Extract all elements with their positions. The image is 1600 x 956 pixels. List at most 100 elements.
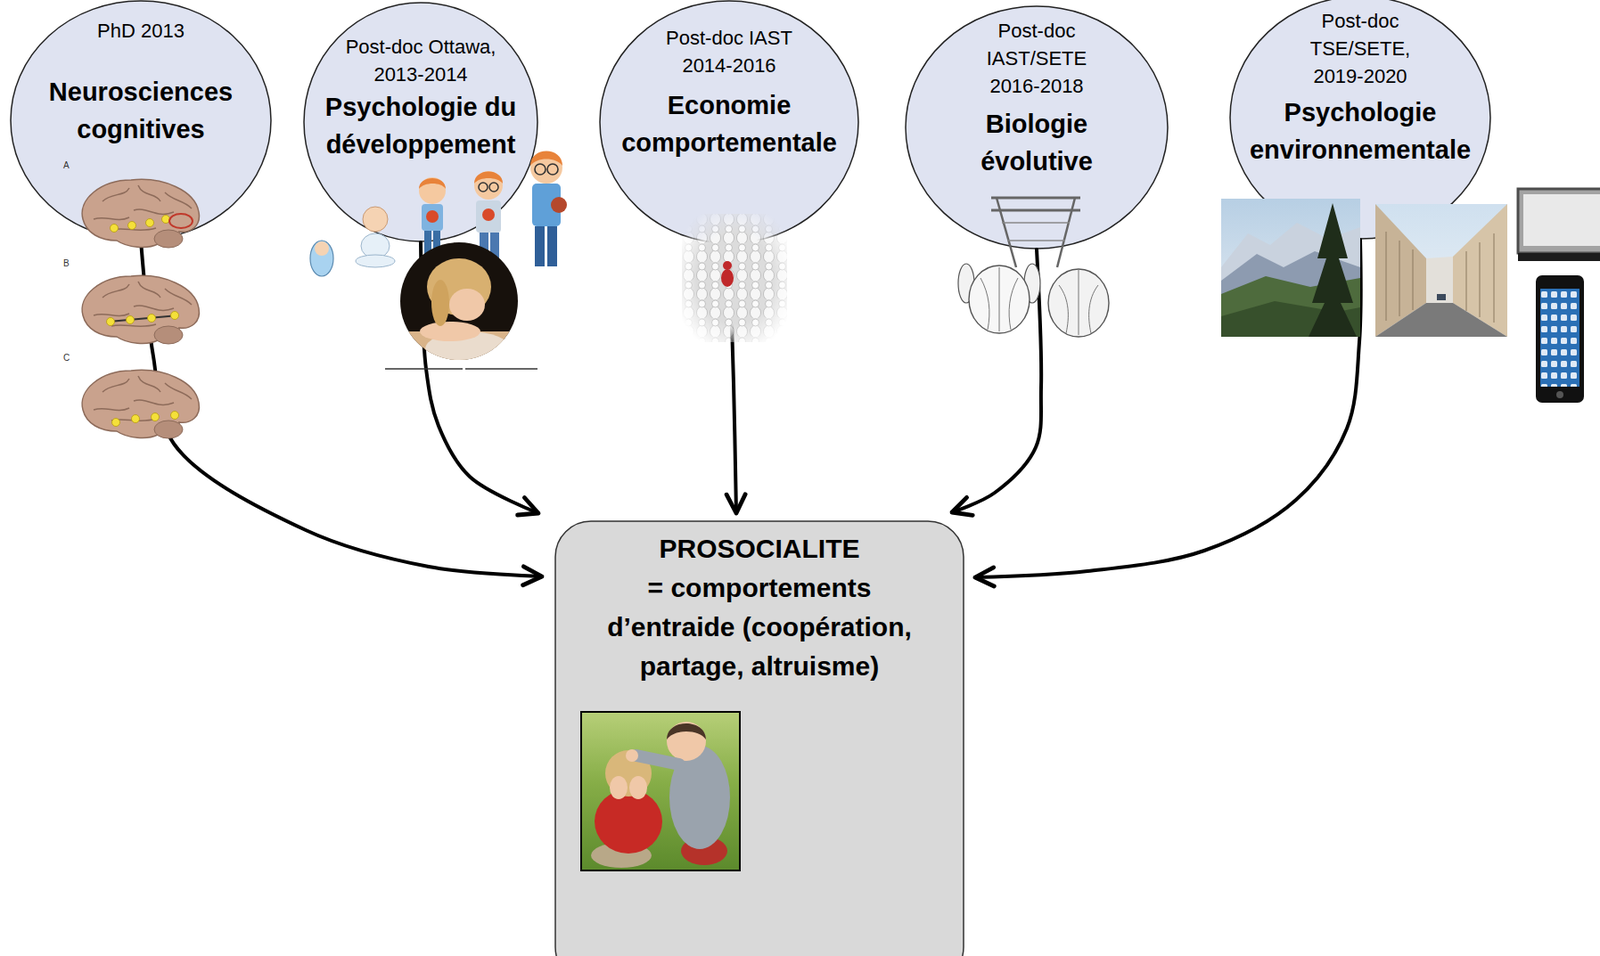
mountain-photo: [1221, 198, 1361, 337]
child-figure-part: [362, 206, 388, 232]
child-figure-part: [314, 241, 329, 256]
children-heads-part: [968, 265, 1030, 334]
children-photo-part-part: [625, 749, 639, 763]
children-heads-part: [1057, 197, 1075, 268]
activation-dot-part: [151, 413, 160, 422]
screen-devices-part: [1517, 188, 1600, 254]
children-photo-part-part: [609, 776, 628, 800]
activation-dot-part: [171, 311, 180, 320]
children-heads-part: [980, 267, 1018, 332]
screen-devices-part: [1540, 288, 1580, 387]
child-figure-part: [355, 254, 395, 268]
screen-devices-part: [1556, 391, 1564, 399]
child-photo-part: [385, 368, 463, 370]
city-photo-part: [1375, 204, 1508, 337]
panel-letter: C: [63, 352, 70, 364]
activation-dot-part: [106, 318, 115, 327]
child-figure-part: [489, 182, 499, 192]
activation-dot-part: [147, 314, 156, 323]
mountain-photo-part: [1221, 198, 1361, 337]
crowd-figure-part: [681, 213, 788, 343]
city-photo-part: [1386, 231, 1494, 323]
activation-dot-part: [108, 315, 179, 322]
child-photo-part-part: [449, 288, 485, 321]
child-figure-part: [534, 226, 545, 267]
city-photo-part-part: [1386, 231, 1387, 321]
child-figure-part: [534, 164, 546, 175]
influence-arrow: [975, 239, 1362, 578]
children-heads-part: [1048, 269, 1109, 337]
city-photo-part: [1375, 303, 1508, 337]
period-label: Post-doc TSE/SETE, 2019-2020: [1304, 7, 1417, 91]
child-photo: [385, 242, 538, 370]
period-label: Post-doc Ottawa, 2013-2014: [331, 32, 510, 89]
crowd-figure: [681, 213, 788, 343]
children-photo-part: [581, 712, 740, 871]
activation-dot-part: [146, 219, 155, 228]
activation-dot: [106, 213, 194, 427]
brain-figure-part: [82, 369, 199, 439]
city-photo-part-part: [1412, 249, 1414, 311]
child-figure-part: [482, 208, 495, 222]
city-photo-part: [1436, 294, 1446, 301]
city-photo-part-part: [1399, 240, 1401, 317]
topic-title: PROSOCIALITE: [581, 531, 938, 567]
children-photo-part-part: [594, 789, 663, 854]
circle-outline: [905, 6, 1168, 249]
child-figure-part: [530, 151, 563, 184]
activation-dot-part: [131, 415, 140, 424]
crowd-figure-part: [721, 269, 734, 288]
children-heads-part: [1001, 221, 1070, 224]
city-photo-part-part: [1493, 233, 1495, 323]
city-photo: [1375, 204, 1508, 337]
circle-outline: [599, 0, 859, 244]
screen-devices-part: [1535, 275, 1584, 403]
child-figure-part: [530, 151, 563, 167]
child-photo-part-part: [431, 279, 450, 327]
topic-circle: PhD 2013Neurosciences cognitives: [9, 0, 272, 241]
screen-devices-part: [1540, 288, 1580, 387]
children-photo-part-part: [629, 776, 648, 800]
city-photo-part-part: [1466, 251, 1468, 312]
activation-dot-part: [112, 418, 121, 427]
panel-letter: B: [63, 258, 70, 270]
topic-title: Psychologie du développement: [309, 88, 533, 164]
children-photo: [581, 712, 740, 871]
child-figure-part: [474, 171, 503, 200]
activation-dot-part: [110, 224, 119, 233]
topic-circle: Post-doc Ottawa, 2013-2014Psychologie du…: [303, 1, 539, 243]
screen-devices-part: [1523, 194, 1600, 247]
child-figure-part: [418, 178, 446, 189]
child-figure-part: [418, 177, 446, 205]
influence-arrow: [140, 240, 542, 577]
child-figure-part: [310, 240, 334, 277]
brain-figure-part: [82, 275, 199, 345]
topic-title: Neurosciences cognitives: [24, 73, 257, 148]
city-photo-part-part: [1479, 242, 1481, 318]
children-photo-part-part: [636, 755, 680, 765]
city-photo-part: [1426, 256, 1453, 304]
influence-arrow: [951, 249, 1042, 513]
topic-title: Psychologie environnementale: [1233, 93, 1488, 169]
screen-devices-part: [1517, 253, 1600, 262]
child-figure-part: [478, 182, 488, 192]
child-photo-part-part: [419, 321, 481, 342]
children-heads-part: [996, 197, 1017, 268]
children-heads-part: [991, 209, 1081, 213]
child-figure-part: [421, 204, 444, 231]
activation-dot-part: [171, 411, 180, 420]
circle-outline: [303, 2, 538, 242]
child-figure-part: [474, 172, 503, 185]
children-heads: [958, 197, 1109, 337]
topic-title: Biologie évolutive: [934, 105, 1140, 181]
children-photo-part-part: [666, 723, 706, 740]
child-figure-part: [475, 200, 501, 233]
central-box: PROSOCIALITE= comportements d’entraide (…: [554, 520, 965, 956]
activation-dot-part: [126, 316, 135, 325]
panel-letter: A: [63, 160, 70, 172]
brain-figure-part: [82, 179, 199, 248]
activation-dot-part: [128, 221, 137, 230]
influence-arrow: [420, 242, 539, 514]
brain-figure: [82, 179, 199, 439]
